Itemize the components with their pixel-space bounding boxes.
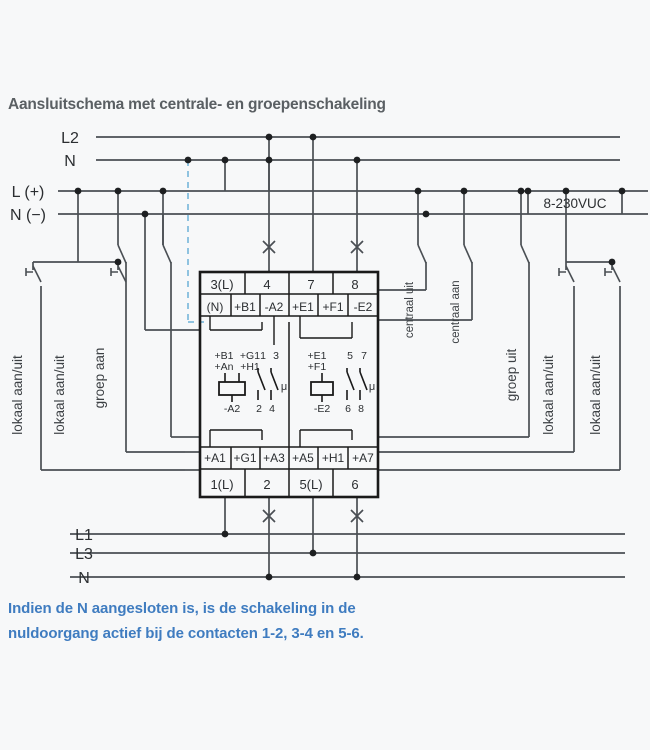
side-label-groep-aan: groep aan [92,348,107,409]
relay-left-c3: 3 [273,350,279,362]
terminal-1l: 1(L) [210,477,233,492]
terminal-a1: +A1 [204,451,226,465]
bus-label-n-minus: N (−) [10,207,46,224]
relay-coil-right [310,373,334,402]
bus-label-l3: L3 [75,546,93,563]
relay-right-mu: μ [369,381,375,393]
relay-right-c7: 7 [361,350,367,362]
terminal-a3: +A3 [263,451,285,465]
junction-dots [74,133,626,581]
terminal-h1: +H1 [322,451,345,465]
bus-label-n-top: N [64,153,76,170]
bus-label-n-bottom: N [78,570,90,587]
terminal-3l: 3(L) [210,277,233,292]
terminal-6: 6 [351,477,358,492]
relay-left-mu: μ [281,381,287,393]
terminal-row-bottom-outer: 1(L) 2 5(L) 6 [210,477,358,492]
side-label-centraal-aan: centraal aan [450,280,462,343]
relay-right-c5: 5 [347,350,353,362]
terminal-n: (N) [207,300,224,314]
relay-left-b1: +B1 [215,350,234,362]
terminal-e1: +E1 [292,300,314,314]
device-block [198,270,380,499]
terminal-4: 4 [263,277,270,292]
relay-right-e2: -E2 [314,403,331,415]
terminal-a7: +A7 [352,451,374,465]
side-label-lokaal-aanuit-3: lokaal aan/uit [541,355,556,435]
terminal-row-bottom-inner: +A1 +G1 +A3 +A5 +H1 +A7 [204,451,374,465]
relay-left-h1: +H1 [240,361,260,373]
relay-right-e1: +E1 [308,350,327,362]
diagram-caption: Indien de N aangesloten is, is de schake… [8,600,364,642]
bus-label-l-plus: L (+) [12,184,45,201]
relay-left-c1: 1 [260,350,266,362]
terminal-f1: +F1 [322,300,343,314]
terminal-7: 7 [307,277,314,292]
terminal-b1: +B1 [234,300,256,314]
terminal-8: 8 [351,277,358,292]
relay-right-c8: 8 [358,403,364,415]
relay-left-c4: 4 [269,403,275,415]
voltage-range-label: 8-230VUC [543,196,606,211]
terminal-5l: 5(L) [299,477,322,492]
terminal-row-top-inner: (N) +B1 -A2 +E1 +F1 -E2 [207,300,373,314]
side-labels-right: centraal uit centraal aan groep uit loka… [404,280,603,434]
relay-left-labels: +B1 +An +G1 +H1 1 3 -A2 2 4 μ [215,350,288,415]
terminal-e2: -E2 [354,300,373,314]
side-label-lokaal-aanuit-1: lokaal aan/uit [10,355,25,435]
terminal-g1: +G1 [233,451,256,465]
terminal-a2: -A2 [265,300,284,314]
side-labels-left: lokaal aan/uit lokaal aan/uit groep aan [10,348,107,435]
bus-label-l2: L2 [61,130,79,147]
side-label-lokaal-aanuit-4: lokaal aan/uit [588,355,603,435]
relay-left-a2: -A2 [224,403,241,415]
relay-right-c6: 6 [345,403,351,415]
terminal-a5: +A5 [292,451,314,465]
relay-left-an: +An [215,361,234,373]
diagram-title: Aansluitschema met centrale- en groepens… [8,96,386,113]
side-label-groep-uit: groep uit [504,348,519,401]
relay-left-c2: 2 [256,403,262,415]
relay-left-g1: +G1 [240,350,260,362]
terminal-row-top-outer: 3(L) 4 7 8 [210,277,358,292]
relay-coil-left [218,373,246,402]
side-label-lokaal-aanuit-2: lokaal aan/uit [52,355,67,435]
relay-right-labels: +E1 +F1 5 7 -E2 6 8 μ [308,350,376,415]
side-label-centraal-uit: centraal uit [404,281,416,338]
terminal-2: 2 [263,477,270,492]
bus-label-l1: L1 [75,527,93,544]
contact-symbols [257,368,368,400]
relay-right-f1: +F1 [308,361,327,373]
